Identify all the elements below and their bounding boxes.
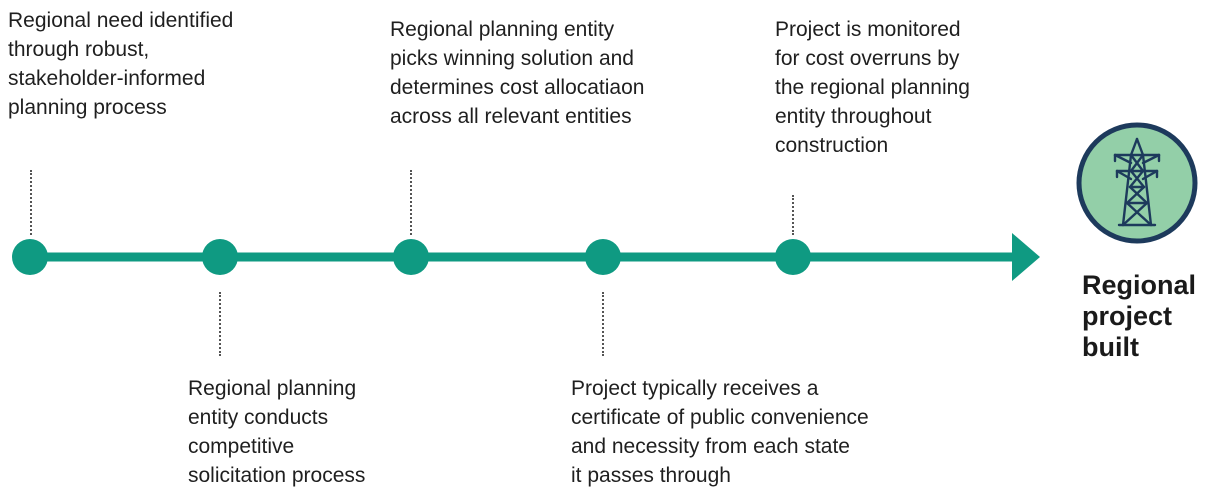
step-4-connector bbox=[602, 292, 604, 356]
step-2-connector bbox=[219, 292, 221, 356]
step-4-text: Project typically receives a certificate… bbox=[571, 377, 869, 487]
step-1-connector bbox=[30, 170, 32, 235]
step-5-marker bbox=[775, 239, 811, 275]
step-2-text: Regional planning entity conducts compet… bbox=[188, 377, 366, 487]
step-3-marker bbox=[393, 239, 429, 275]
step-1-text: Regional need identified through robust,… bbox=[8, 9, 234, 119]
transmission-tower-icon bbox=[1076, 122, 1198, 244]
step-3-text: Regional planning entity picks winning s… bbox=[390, 18, 645, 128]
step-4-marker bbox=[585, 239, 621, 275]
step-3-connector bbox=[410, 170, 412, 235]
outcome-label: Regional project built bbox=[1082, 270, 1197, 362]
step-1-marker bbox=[12, 239, 48, 275]
step-5-connector bbox=[792, 195, 794, 235]
timeline-arrowhead bbox=[1012, 233, 1040, 281]
step-5-text: Project is monitored for cost overruns b… bbox=[775, 18, 970, 157]
step-2-marker bbox=[202, 239, 238, 275]
